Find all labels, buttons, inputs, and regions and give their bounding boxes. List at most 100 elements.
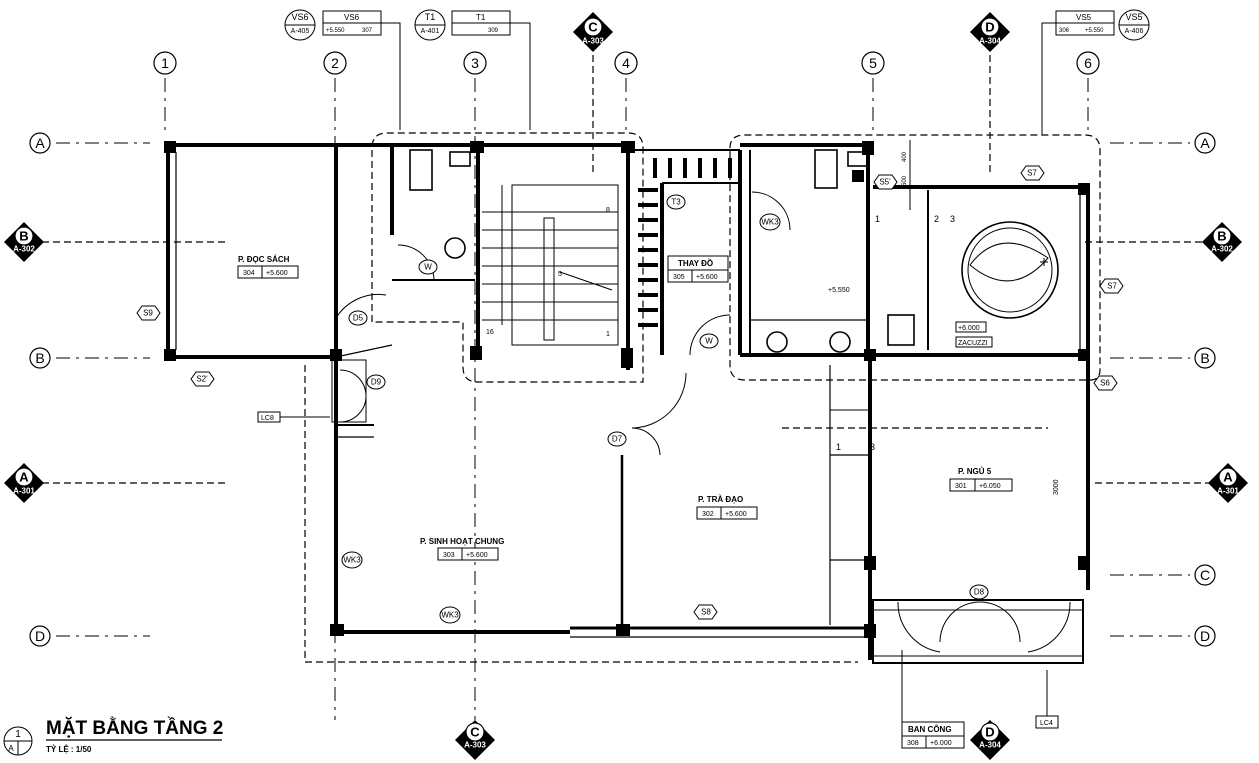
room-tag-doc-sach[interactable]: P. ĐỌC SÁCH 304 +5.600 bbox=[237, 255, 299, 279]
svg-text:BAN CÔNG: BAN CÔNG bbox=[908, 725, 952, 734]
svg-text:A-405: A-405 bbox=[291, 28, 310, 35]
grid-bubble-row-b-right: B bbox=[1194, 347, 1216, 369]
svg-text:+5.550: +5.550 bbox=[828, 287, 850, 294]
tag-s7a: S7 bbox=[1020, 165, 1045, 181]
tag-d7: D7 bbox=[607, 431, 627, 447]
tag-d8: D8 bbox=[969, 584, 989, 600]
section-marker-b-right[interactable]: B A-302 bbox=[1202, 222, 1242, 262]
svg-text:D: D bbox=[985, 20, 994, 35]
svg-text:A-406: A-406 bbox=[1125, 28, 1144, 35]
svg-text:D: D bbox=[1200, 628, 1210, 644]
svg-text:1: 1 bbox=[875, 214, 880, 224]
svg-text:+5.550: +5.550 bbox=[1085, 28, 1104, 34]
svg-text:400: 400 bbox=[902, 151, 908, 162]
structural-columns bbox=[164, 141, 1090, 638]
svg-text:THAY ĐỒ: THAY ĐỒ bbox=[678, 258, 713, 268]
svg-text:3000: 3000 bbox=[1053, 479, 1060, 495]
grid-bubble-row-d-left: D bbox=[29, 625, 51, 647]
section-marker-d-top[interactable]: D A-304 bbox=[970, 12, 1010, 52]
svg-text:A-301: A-301 bbox=[13, 487, 35, 496]
sanitary-fixtures bbox=[409, 149, 1059, 353]
grid-bubble-col-2: 2 bbox=[323, 51, 347, 75]
svg-text:LC8: LC8 bbox=[261, 415, 274, 422]
svg-text:T1: T1 bbox=[425, 12, 436, 22]
svg-text:8: 8 bbox=[606, 207, 610, 214]
grid-bubble-col-1: 1 bbox=[153, 51, 177, 75]
svg-text:D5: D5 bbox=[353, 314, 364, 323]
grid-bubble-row-d-right: D bbox=[1194, 625, 1216, 647]
tag-wk3b: WK3 bbox=[439, 606, 461, 624]
svg-text:D9: D9 bbox=[371, 378, 382, 387]
tag-s8: S8 bbox=[693, 604, 718, 620]
svg-text:1: 1 bbox=[15, 729, 21, 740]
section-marker-c-top[interactable]: C A-303 bbox=[573, 12, 613, 52]
svg-text:306: 306 bbox=[1059, 28, 1070, 34]
room-tag-ngu5[interactable]: P. NGỦ 5 301 +6.050 bbox=[949, 467, 1013, 492]
callout-vs6[interactable]: VS6 A-405 VS6 +5.550 307 bbox=[284, 9, 401, 130]
svg-text:2: 2 bbox=[934, 214, 939, 224]
svg-text:B: B bbox=[1217, 229, 1226, 244]
svg-text:VS6: VS6 bbox=[291, 12, 308, 22]
section-marker-d-bottom[interactable]: D A-304 bbox=[970, 720, 1010, 760]
svg-text:A: A bbox=[1223, 470, 1233, 485]
page-title: MẶT BẰNG TẦNG 2 bbox=[46, 717, 223, 739]
svg-text:+5.600: +5.600 bbox=[725, 511, 747, 518]
room-tag-tra-dao[interactable]: P. TRÀ ĐẠO 302 +5.600 bbox=[696, 495, 758, 520]
grid-column-bubbles: 1 2 3 4 5 6 bbox=[153, 51, 1100, 75]
svg-text:D8: D8 bbox=[974, 588, 985, 597]
svg-text:+5.600: +5.600 bbox=[696, 274, 718, 281]
svg-text:LC4: LC4 bbox=[1040, 720, 1053, 727]
svg-text:1: 1 bbox=[161, 55, 169, 71]
svg-text:P. NGỦ 5: P. NGỦ 5 bbox=[958, 467, 992, 476]
svg-text:+6.000: +6.000 bbox=[930, 740, 952, 747]
callout-vs5[interactable]: VS5 A-406 VS5 306 +5.550 bbox=[1041, 9, 1150, 135]
svg-text:4: 4 bbox=[622, 55, 630, 71]
svg-text:WK3: WK3 bbox=[761, 218, 779, 227]
tag-s5: S5' bbox=[873, 174, 898, 190]
svg-text:P. TRÀ ĐẠO: P. TRÀ ĐẠO bbox=[698, 495, 743, 504]
svg-text:305: 305 bbox=[673, 274, 685, 281]
svg-text:6: 6 bbox=[1084, 55, 1092, 71]
section-marker-c-bottom[interactable]: C A-303 bbox=[455, 720, 495, 760]
callout-t1[interactable]: T1 A-401 T1 309 bbox=[414, 9, 531, 130]
svg-text:3: 3 bbox=[950, 214, 955, 224]
tag-wk3c: WK3 bbox=[759, 213, 781, 231]
grid-bubble-col-6: 6 bbox=[1076, 51, 1100, 75]
svg-text:+6.000: +6.000 bbox=[958, 325, 980, 332]
svg-text:VS5: VS5 bbox=[1076, 13, 1092, 22]
room-tag-sinh-hoat[interactable]: P. SINH HOẠT CHUNG 303 +5.600 bbox=[420, 537, 504, 561]
svg-text:C: C bbox=[1200, 567, 1210, 583]
room-tag-thay-do[interactable]: THAY ĐỒ 305 +5.600 bbox=[667, 255, 729, 283]
tag-s6: S6 bbox=[1093, 375, 1118, 391]
svg-text:D7: D7 bbox=[612, 435, 623, 444]
svg-text:A-303: A-303 bbox=[582, 37, 604, 46]
tag-wk3a: WK3 bbox=[341, 551, 363, 569]
tag-d9: D9 bbox=[366, 374, 386, 390]
tag-s9: S9 bbox=[136, 305, 161, 321]
svg-text:B: B bbox=[35, 350, 44, 366]
wardrobe-rails bbox=[638, 158, 732, 327]
scale-label: TỶ LỆ : 1/50 bbox=[46, 745, 92, 754]
svg-text:307: 307 bbox=[362, 28, 373, 34]
svg-text:3: 3 bbox=[471, 55, 479, 71]
svg-text:A-302: A-302 bbox=[1211, 245, 1233, 254]
svg-text:A-304: A-304 bbox=[979, 741, 1001, 750]
svg-text:A-401: A-401 bbox=[421, 28, 440, 35]
section-marker-a-left[interactable]: A A-301 bbox=[4, 463, 44, 503]
tag-s2: S2' bbox=[190, 371, 215, 387]
room-tag-ban-cong[interactable]: BAN CÔNG 308 +6.000 bbox=[901, 650, 965, 749]
section-marker-a-right[interactable]: A A-301 bbox=[1208, 463, 1248, 503]
element-tags: S9 S2' D5 D9 D7 D8 S8 S7 S7 S6 S5' WK3 W… bbox=[136, 165, 1124, 624]
svg-text:S7: S7 bbox=[1027, 169, 1037, 178]
svg-text:1: 1 bbox=[836, 442, 841, 452]
svg-text:P. SINH HOẠT CHUNG: P. SINH HOẠT CHUNG bbox=[420, 537, 504, 546]
svg-text:ZACUZZI: ZACUZZI bbox=[958, 340, 988, 347]
grid-bubble-col-5: 5 bbox=[861, 51, 885, 75]
section-marker-b-left[interactable]: B A-302 bbox=[4, 222, 44, 262]
grid-row-bubbles: A A B B C D D bbox=[29, 132, 1216, 647]
tag-d5: D5 bbox=[348, 310, 368, 326]
svg-text:B: B bbox=[1200, 350, 1209, 366]
svg-text:5: 5 bbox=[558, 271, 562, 278]
svg-text:16: 16 bbox=[486, 329, 494, 336]
